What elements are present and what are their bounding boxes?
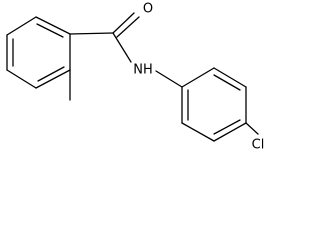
ring-bond xyxy=(181,67,215,88)
ring-bond xyxy=(35,69,71,89)
carbonyl-double-bond xyxy=(116,16,140,38)
toluyl-ring xyxy=(6,16,71,89)
chlorine-label: Cl xyxy=(252,138,265,153)
ring-double-bond xyxy=(36,23,64,38)
ring-double-bond xyxy=(213,119,241,135)
chlorine-bond xyxy=(245,122,259,135)
amide-bond xyxy=(112,32,132,63)
oxygen-label: O xyxy=(143,2,153,17)
ring-bond xyxy=(181,122,215,142)
ring-bond xyxy=(6,16,37,36)
ring-double-bond xyxy=(37,66,65,82)
ring-bond xyxy=(6,69,37,89)
carbonyl-double-bond xyxy=(112,12,135,34)
amide-nitrogen-label: NH xyxy=(133,63,153,78)
ring-bond xyxy=(213,122,247,142)
nitrogen-aryl-bond xyxy=(155,70,183,88)
ring-double-bond xyxy=(213,74,241,91)
chlorophenyl-ring xyxy=(181,67,247,142)
ring-bond xyxy=(35,16,71,35)
chemical-structure-diagram: O NH Cl xyxy=(6,2,265,153)
ring-to-carbonyl-bond xyxy=(69,32,114,35)
ring-bond xyxy=(213,67,247,88)
